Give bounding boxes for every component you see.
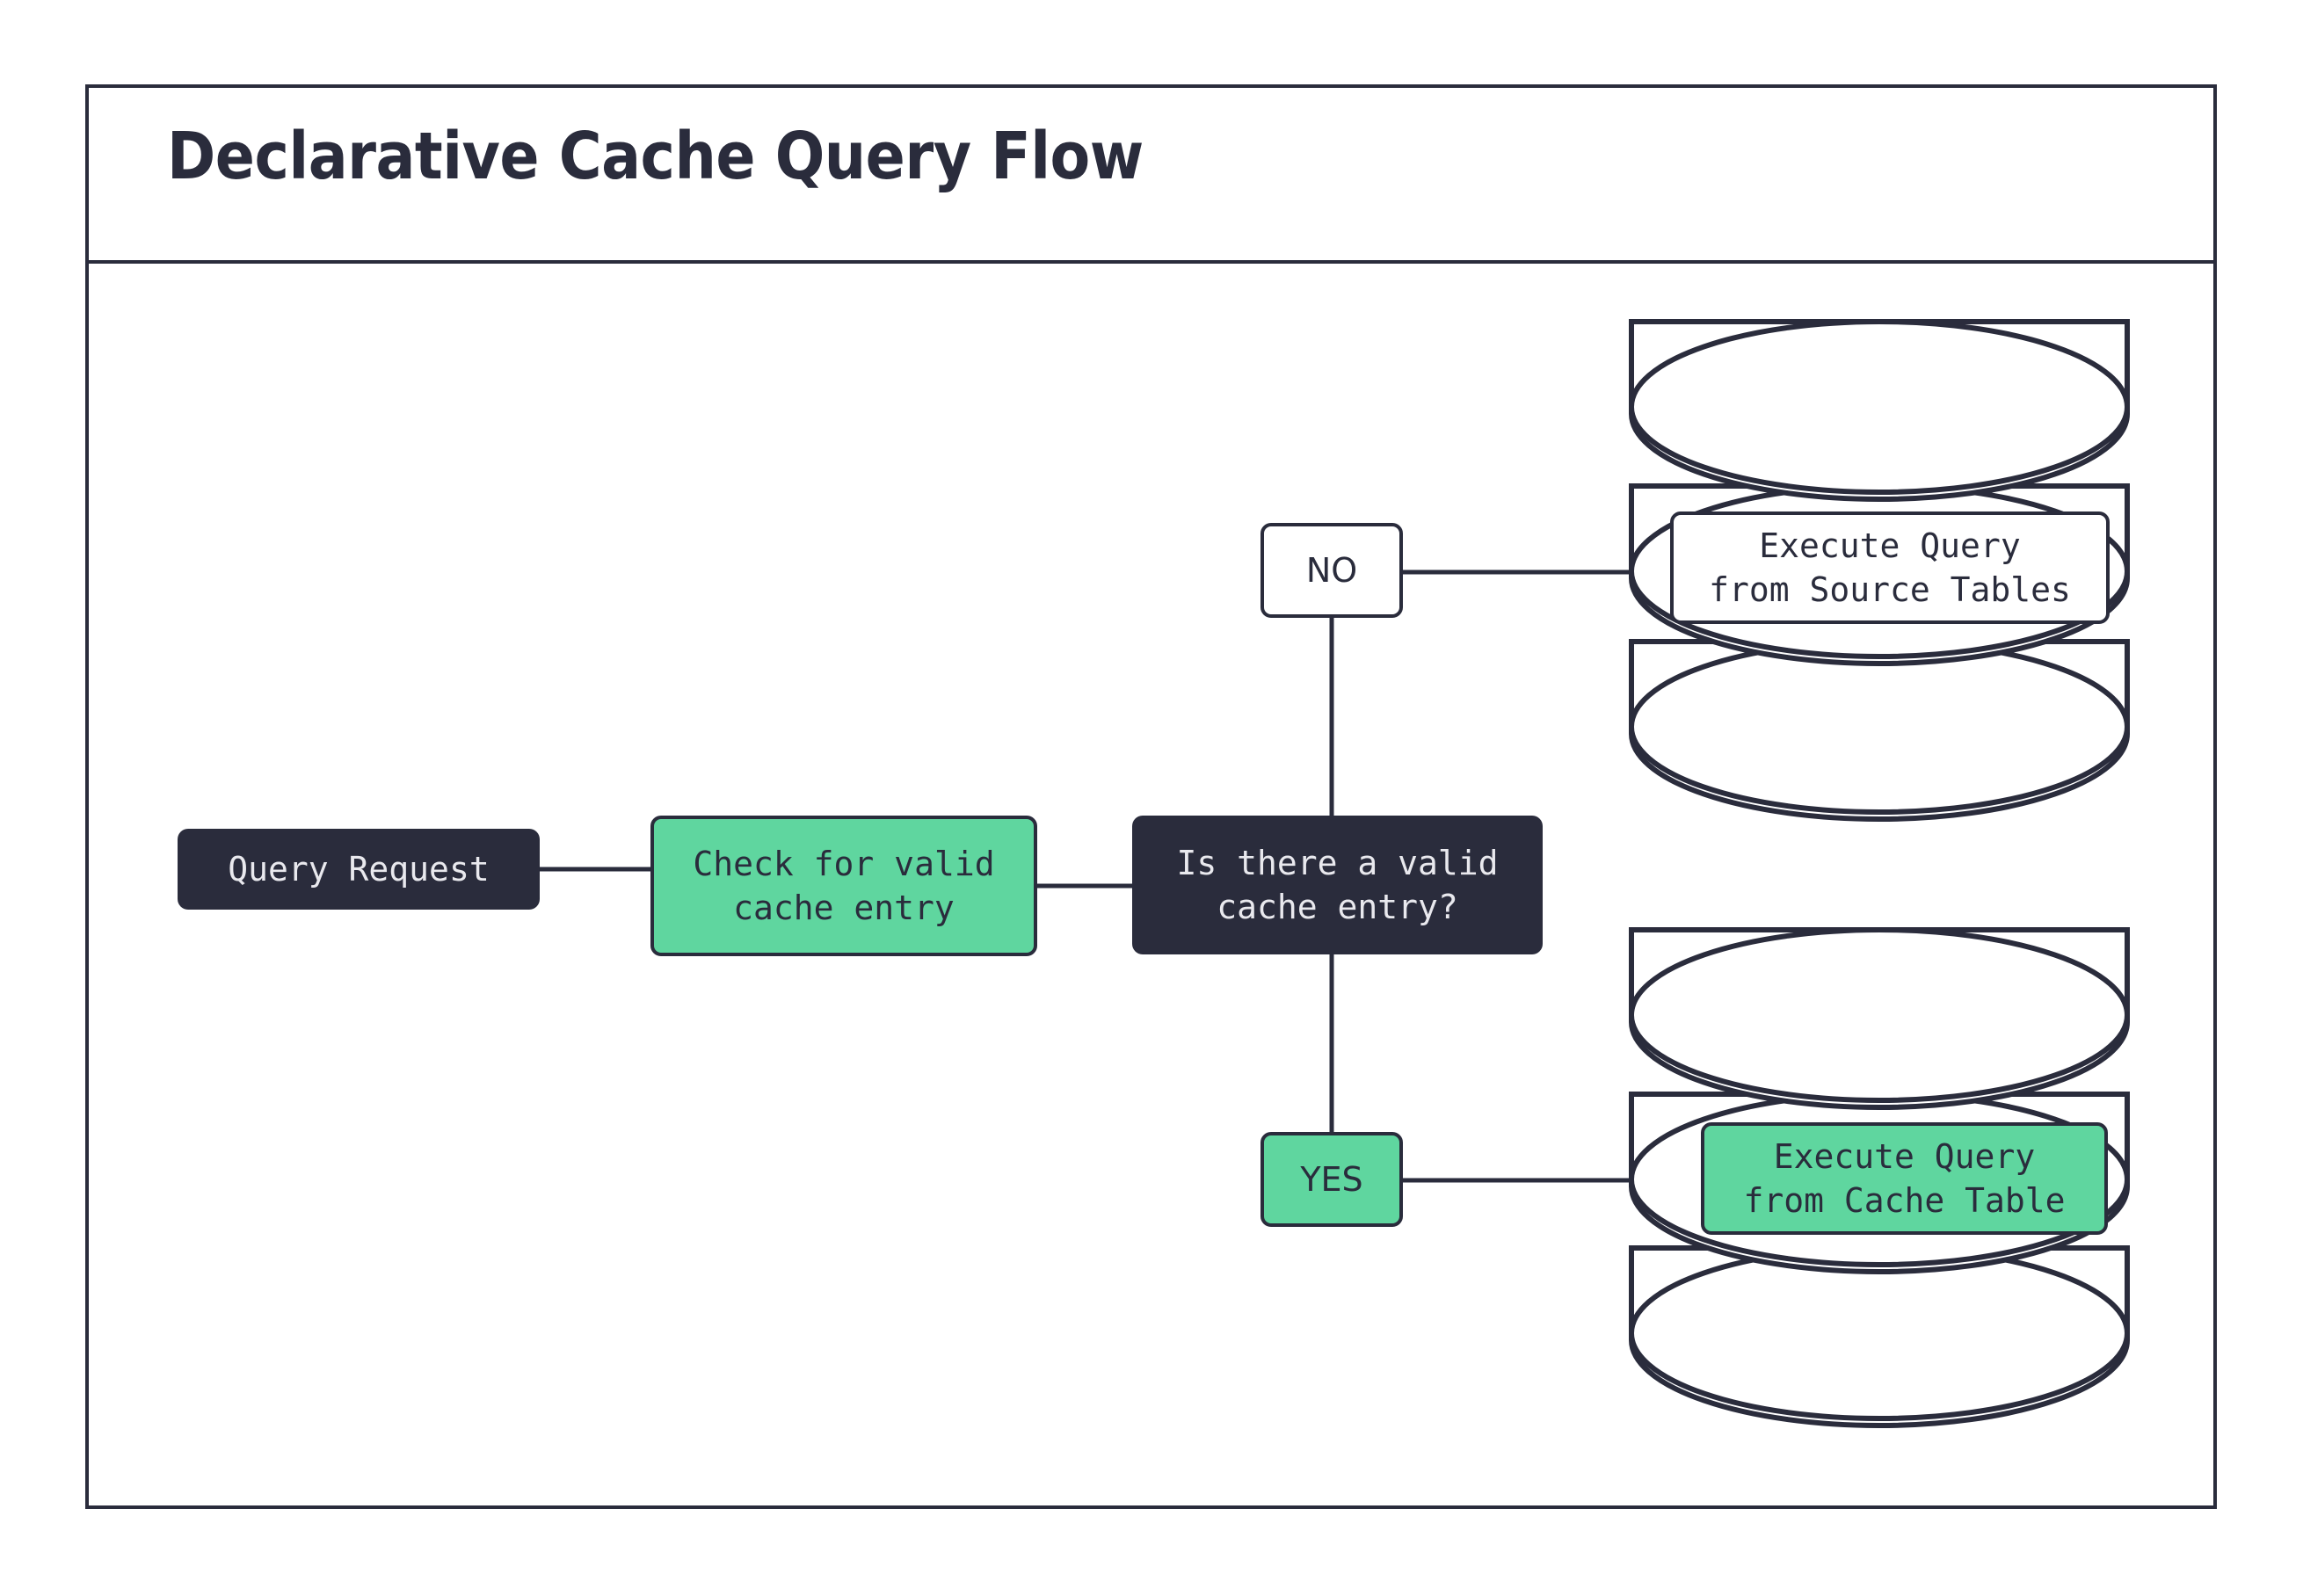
- node-check-for-valid-cache-entry[interactable]: Check for valid cache entry: [650, 816, 1037, 956]
- node-execute-query-from-cache-table[interactable]: Execute Query from Cache Table: [1701, 1122, 2108, 1235]
- node-execute-query-from-source-tables[interactable]: Execute Query from Source Tables: [1670, 511, 2110, 624]
- branch-label-no[interactable]: NO: [1260, 523, 1403, 618]
- branch-label-yes[interactable]: YES: [1260, 1132, 1403, 1227]
- node-query-request[interactable]: Query Request: [178, 829, 540, 910]
- node-decision-valid-cache-entry[interactable]: Is there a valid cache entry?: [1132, 816, 1543, 954]
- page-title: Declarative Cache Query Flow: [167, 119, 1144, 194]
